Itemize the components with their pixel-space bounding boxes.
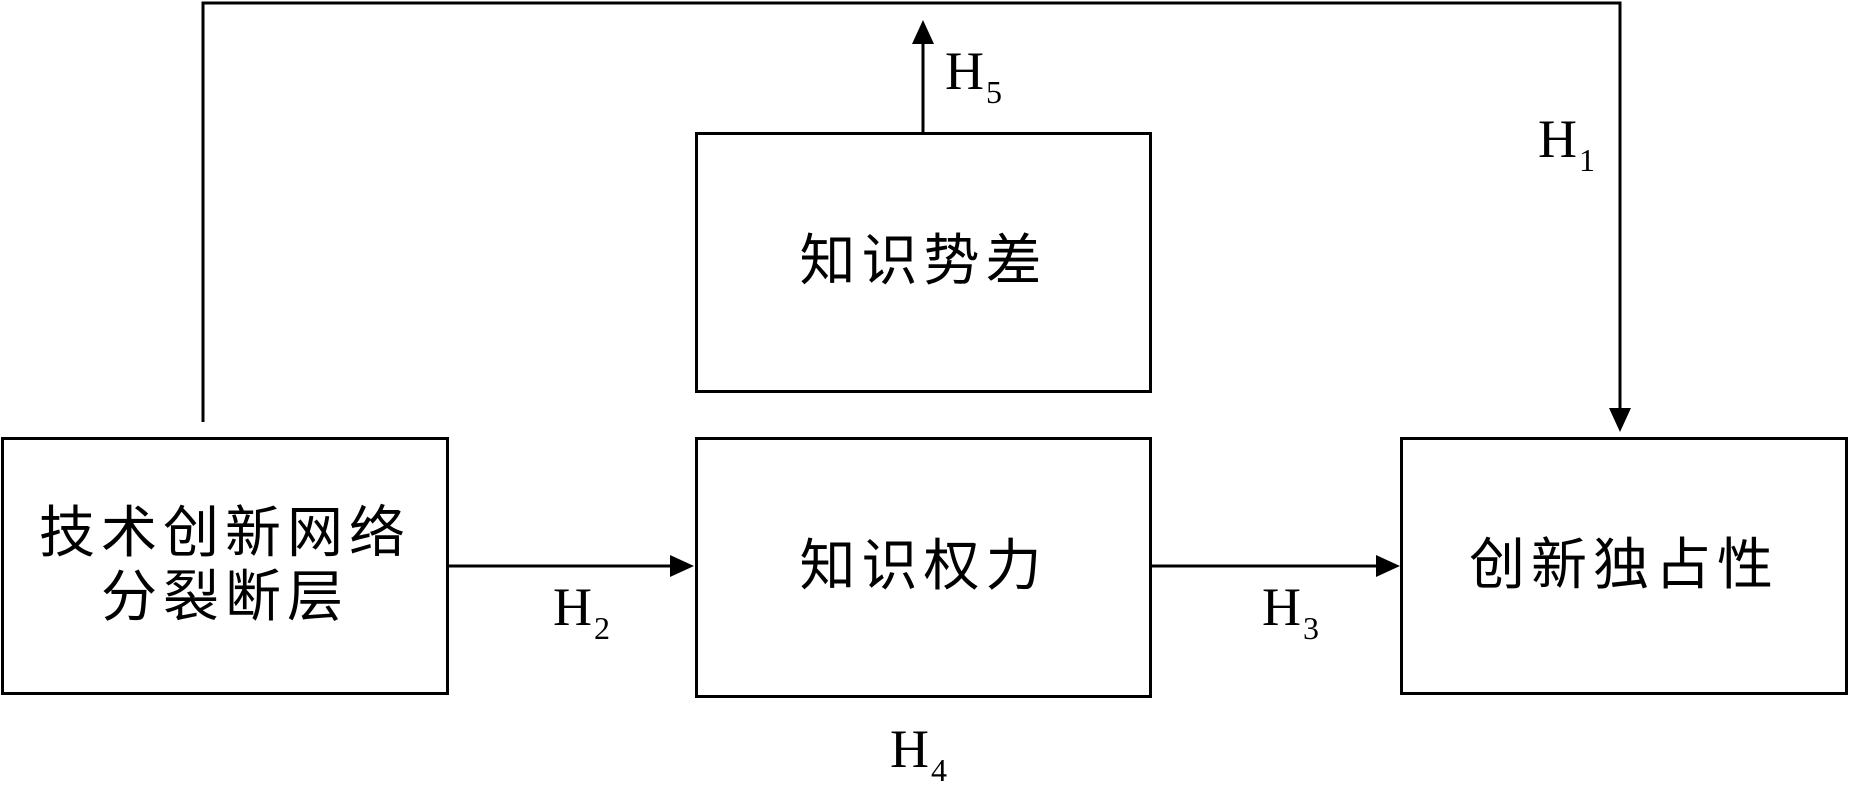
node-innovation-exclusivity-label: 创新独占性 <box>1469 532 1779 598</box>
node-innovation-exclusivity: 创新独占性 <box>1400 437 1848 695</box>
h1-arrowhead <box>1609 408 1631 432</box>
node-knowledge-gap: 知识势差 <box>695 132 1152 393</box>
label-h3: H3 <box>1262 577 1319 644</box>
node-network-fault-line1: 技术创新网络 <box>39 500 411 566</box>
h3-arrowhead <box>1376 555 1400 577</box>
label-h1-sub: 1 <box>1579 142 1595 178</box>
h5-arrowhead <box>912 20 934 44</box>
label-h3-sub: 3 <box>1303 610 1319 646</box>
node-knowledge-gap-label: 知识势差 <box>799 229 1048 295</box>
label-h2-sub: 2 <box>594 610 610 646</box>
label-h3-main: H <box>1262 577 1301 637</box>
label-h5-main: H <box>945 41 984 101</box>
label-h4-sub: 4 <box>931 752 947 788</box>
label-h5: H5 <box>945 41 1002 108</box>
node-network-fault: 技术创新网络 分裂断层 <box>1 437 449 695</box>
node-knowledge-power: 知识权力 <box>695 437 1152 698</box>
label-h4-main: H <box>890 719 929 779</box>
label-h4: H4 <box>890 719 947 786</box>
h2-arrowhead <box>670 555 694 577</box>
h1-arrow <box>201 1 1622 422</box>
label-h2: H2 <box>553 577 610 644</box>
node-network-fault-line2: 分裂断层 <box>101 565 349 630</box>
label-h1: H1 <box>1538 109 1595 176</box>
label-h2-main: H <box>553 577 592 637</box>
label-h1-main: H <box>1538 109 1577 169</box>
node-knowledge-power-label: 知识权力 <box>799 534 1048 600</box>
label-h5-sub: 5 <box>986 74 1002 110</box>
